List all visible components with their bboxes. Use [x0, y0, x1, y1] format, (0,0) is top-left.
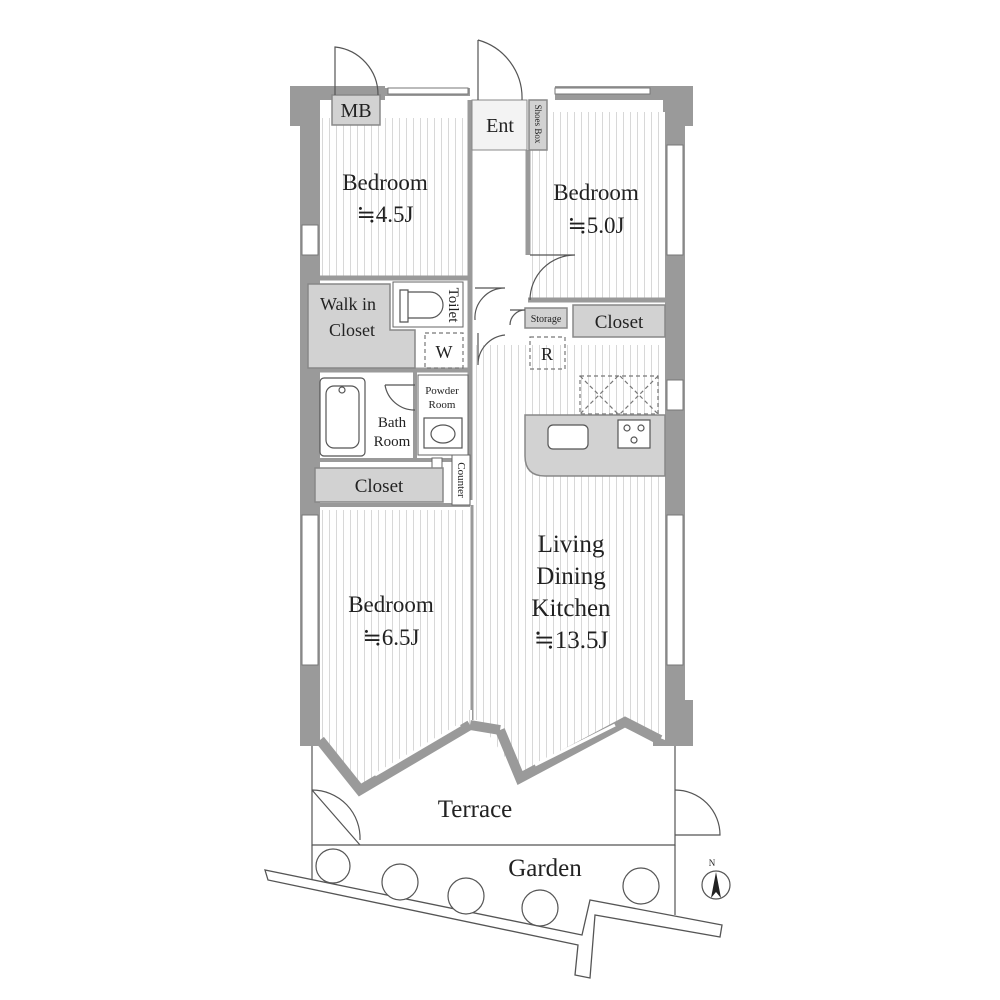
- closet-ne-label: Closet: [595, 312, 644, 333]
- bedroom-sw-floor: [320, 510, 468, 710]
- garden: Garden: [264, 845, 723, 979]
- bedroom-ne-label: Bedroom: [553, 180, 639, 205]
- powder-room-label-2: Room: [429, 399, 456, 411]
- fridge-label: R: [541, 344, 553, 364]
- tree-icon: [521, 889, 559, 927]
- tree-icon: [447, 877, 485, 915]
- terrace: Terrace: [311, 746, 721, 846]
- closet-w-label: Closet: [355, 476, 404, 497]
- shoes-box: [528, 99, 548, 151]
- ent-label: Ent: [486, 115, 514, 137]
- compass: N: [701, 858, 731, 900]
- bedroom-ne-floor: [530, 112, 665, 299]
- tree-icon: [315, 848, 351, 884]
- windows-side: [301, 144, 684, 666]
- bedroom-nw-floor: [320, 118, 468, 278]
- windows-north: [387, 87, 651, 95]
- mb-door[interactable]: [334, 46, 379, 96]
- bath-room-label-1: Bath: [378, 415, 407, 431]
- ldk-size: ≒13.5J: [534, 627, 609, 654]
- walk-in-closet: Walk in Closet: [307, 283, 416, 369]
- tree-icon: [622, 867, 660, 905]
- counter-label: Counter: [455, 462, 467, 498]
- entrance: Ent Shoes Box: [471, 39, 548, 151]
- sink-icon: [547, 424, 589, 450]
- toilet-label: Toilet: [445, 288, 461, 324]
- bedroom-nw-label: Bedroom: [342, 170, 428, 195]
- refrigerator-space: R: [529, 336, 566, 370]
- walk-in-closet-label-1: Walk in: [320, 294, 376, 314]
- counter: Counter: [431, 454, 471, 506]
- terrace-gate-west[interactable]: [311, 789, 361, 846]
- washer-label: W: [436, 342, 453, 362]
- north-arrow-icon: [711, 872, 721, 898]
- garden-label: Garden: [508, 855, 582, 882]
- bedroom-sw-size: ≒6.5J: [363, 625, 420, 650]
- powder-room-door[interactable]: [477, 333, 506, 366]
- floor-areas: [320, 100, 665, 720]
- ldk-floor: [475, 345, 665, 720]
- terrace-label: Terrace: [438, 796, 513, 823]
- kitchen: [524, 375, 666, 477]
- closet-ne: Closet: [572, 304, 666, 338]
- toilet: Toilet: [392, 281, 506, 328]
- toilet-door[interactable]: [474, 287, 506, 321]
- walk-in-closet-label-2: Closet: [329, 320, 375, 340]
- bath-room-label-2: Room: [374, 434, 411, 450]
- terrace-gate-east[interactable]: [674, 789, 721, 836]
- tree-icon: [381, 863, 419, 901]
- entrance-door[interactable]: [477, 39, 523, 101]
- ldk-label-3: Kitchen: [531, 595, 611, 622]
- ldk-label-1: Living: [538, 531, 605, 558]
- bedroom-ne-door[interactable]: [529, 254, 576, 301]
- bath-door[interactable]: [384, 384, 416, 411]
- mb-label: MB: [340, 100, 371, 122]
- powder-room-label-1: Powder: [425, 385, 459, 397]
- compass-north-label: N: [709, 858, 716, 868]
- storage: Storage: [509, 307, 568, 329]
- interior-walls: [320, 100, 665, 720]
- south-bay-windows: [316, 710, 665, 797]
- bedroom-sw-label: Bedroom: [348, 592, 434, 617]
- storage-door[interactable]: [509, 309, 526, 326]
- closet-w: Closet: [314, 467, 444, 503]
- bathtub-icon: [319, 377, 366, 457]
- mb: MB: [331, 46, 381, 126]
- shoes-box-label: Shoes Box: [533, 105, 543, 144]
- bedroom-ne-size: ≒5.0J: [568, 213, 625, 238]
- washer-space: W: [424, 332, 506, 369]
- stove-icon: [617, 419, 651, 449]
- ldk-label-2: Dining: [536, 563, 606, 590]
- basin-icon: [430, 424, 456, 444]
- bedroom-nw-size: ≒4.5J: [357, 202, 414, 227]
- bath-room: Bath Room: [319, 377, 411, 457]
- powder-room: Powder Room: [384, 374, 469, 456]
- storage-label: Storage: [531, 314, 562, 325]
